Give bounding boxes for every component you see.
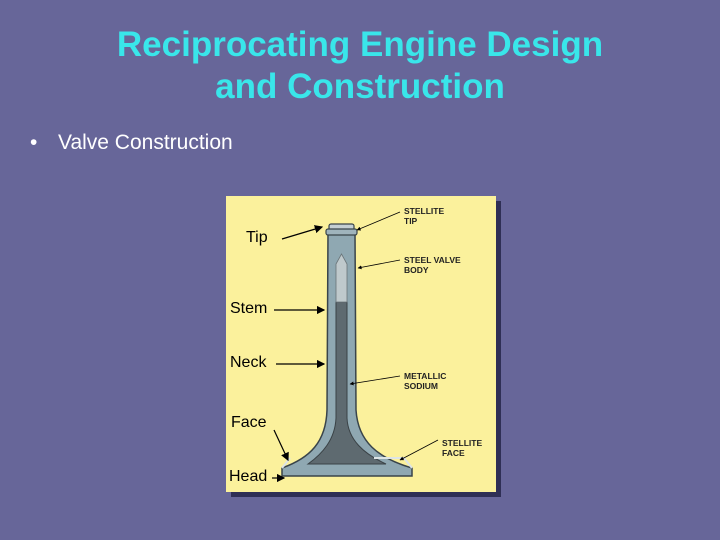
callout-stellite-tip-line1: STELLITE: [404, 206, 445, 216]
bullet-dot: •: [30, 131, 38, 154]
bullet-text: Valve Construction: [58, 131, 233, 154]
title-line-1: Reciprocating Engine Design: [116, 25, 604, 64]
bullet-item: • Valve Construction: [30, 131, 233, 155]
label-head: Head: [229, 468, 268, 485]
callout-stellite-tip-line2: TIP: [404, 216, 418, 226]
label-face: Face: [231, 414, 267, 431]
callout-sodium-line1: METALLIC: [404, 371, 447, 381]
valve-diagram: Tip Stem Neck Face Head STELLITE TIP STE…: [226, 196, 496, 492]
valve-drawing: [272, 211, 439, 483]
label-tip: Tip: [246, 229, 268, 246]
tip-arrow: [281, 225, 324, 240]
callout-stellite-tip: STELLITE TIP: [404, 206, 474, 226]
callout-sodium-line2: SODIUM: [404, 381, 438, 391]
callout-stellite-face-line1: STELLITE: [442, 438, 483, 448]
sodium-cavity: [306, 301, 387, 465]
callout-steel-body: STEEL VALVE BODY: [404, 255, 474, 275]
label-stem: Stem: [230, 300, 268, 317]
callout-sodium: METALLIC SODIUM: [404, 371, 474, 391]
callout-stellite-face-line2: FACE: [442, 448, 465, 458]
callout-steel-body-line2: BODY: [404, 265, 429, 275]
sodium-leader: [349, 375, 401, 386]
steel-body-leader: [357, 259, 401, 270]
callout-stellite-face: STELLITE FACE: [442, 438, 512, 458]
face-arrow: [273, 429, 289, 462]
slide-title: Reciprocating Engine Design and Construc…: [0, 24, 720, 108]
title-line-2: and Construction: [215, 67, 505, 106]
callout-steel-body-line1: STEEL VALVE: [404, 255, 461, 265]
stellite-tip-leader: [356, 211, 401, 231]
stellite-face-leader: [399, 439, 439, 461]
label-neck: Neck: [230, 354, 267, 371]
stem-cavity-upper: [335, 253, 348, 303]
